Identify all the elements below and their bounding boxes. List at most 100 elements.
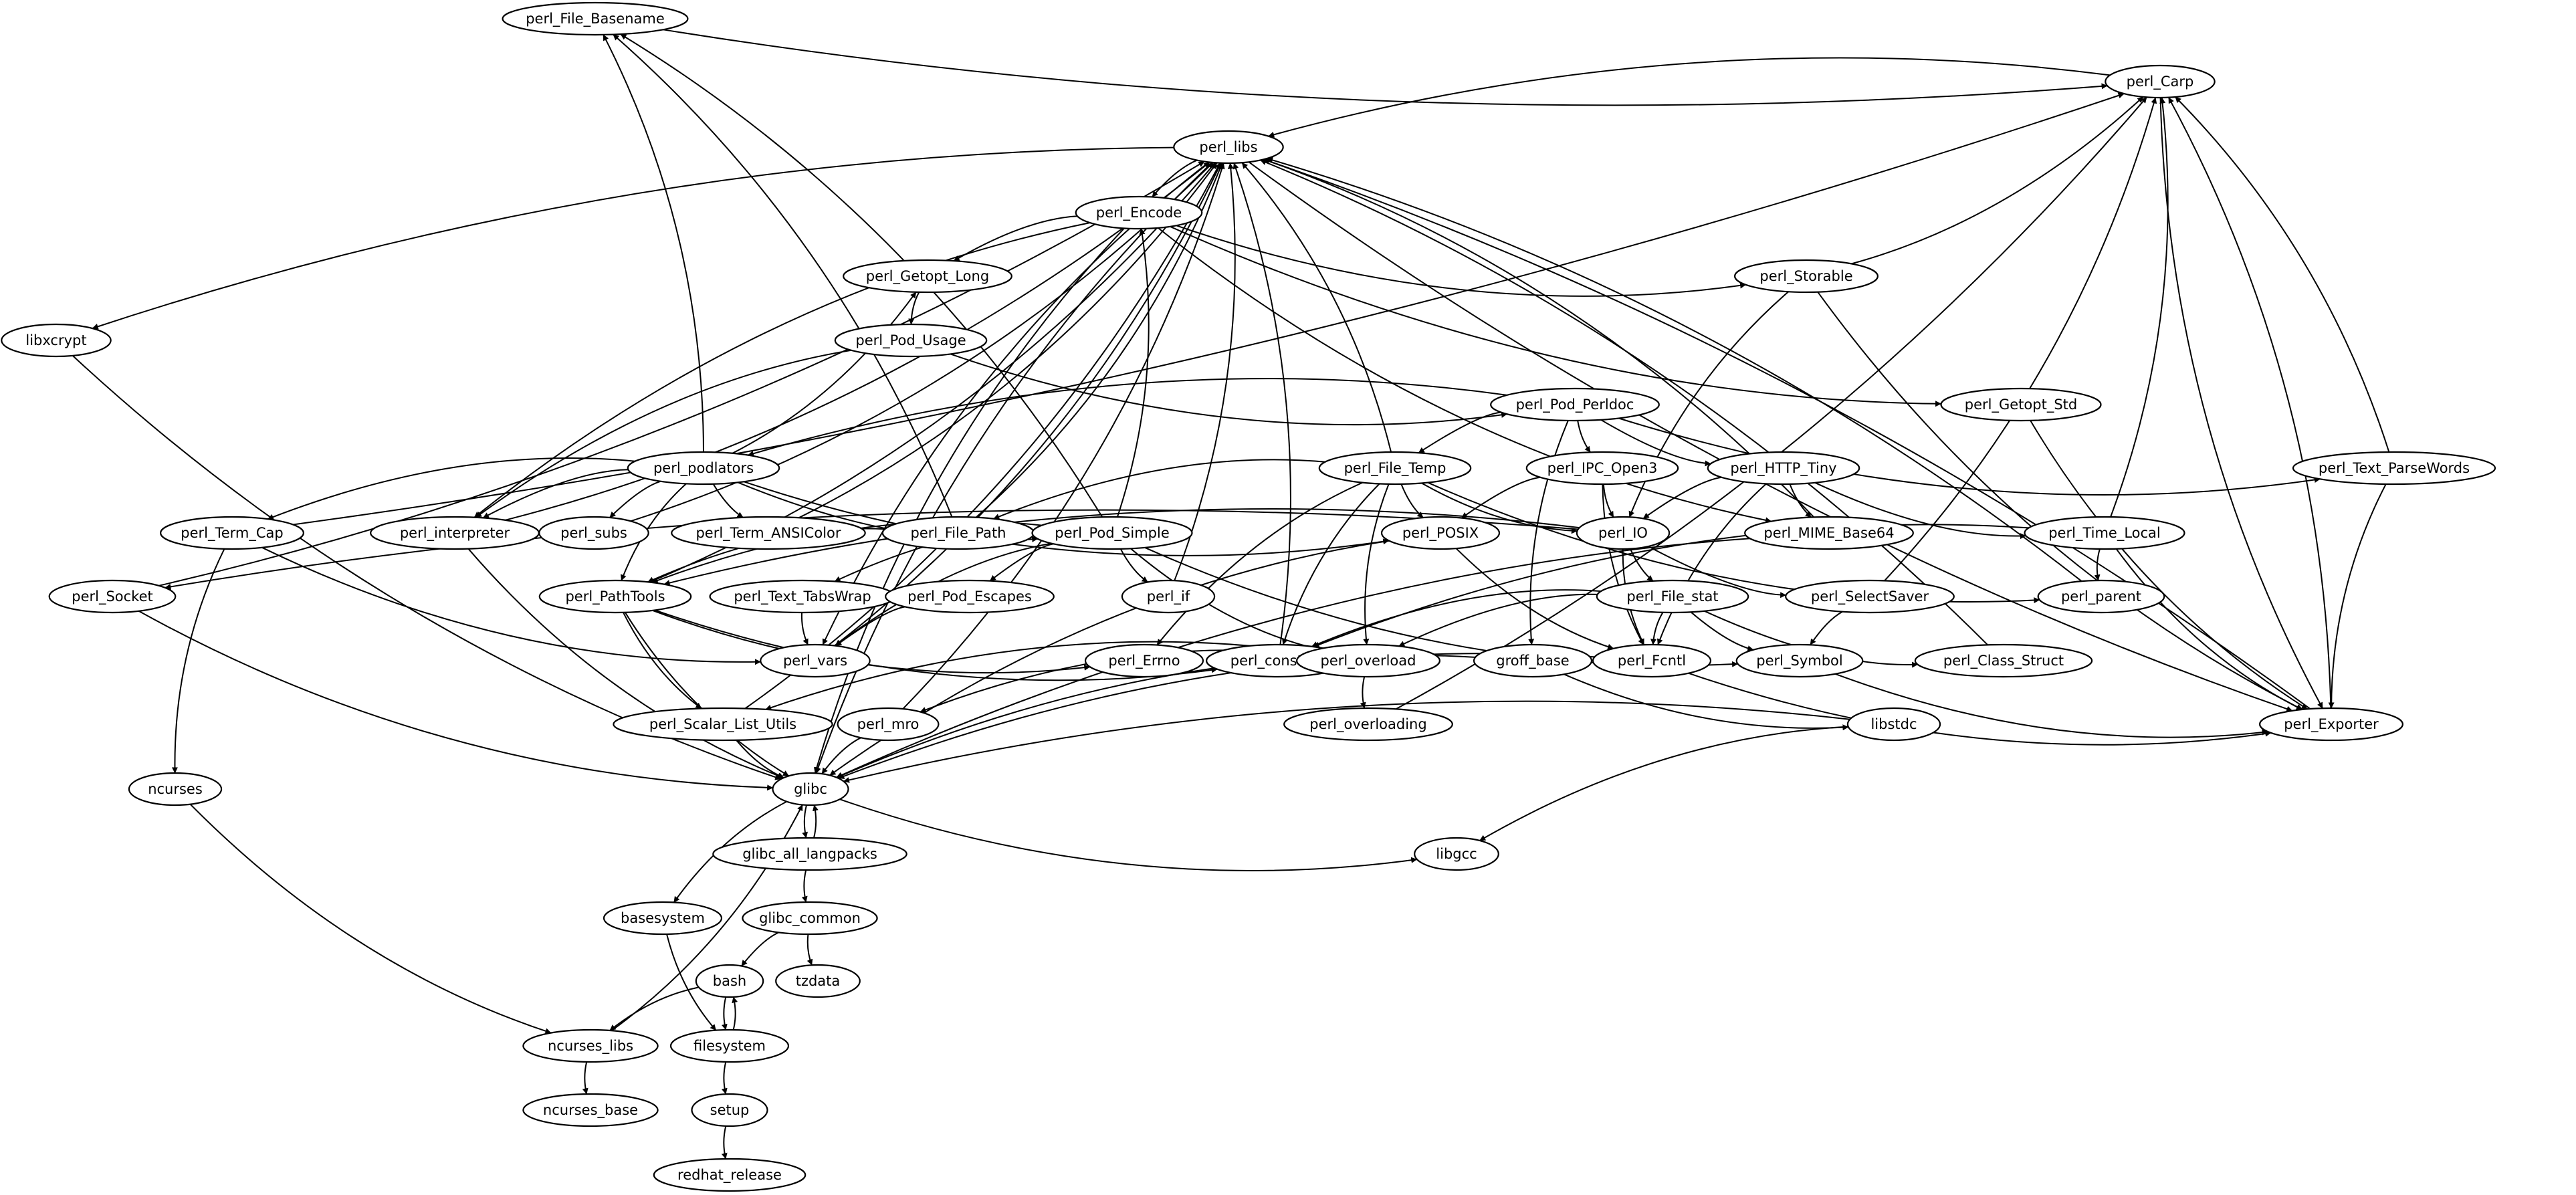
graph-node: ncurses_base (522, 1093, 659, 1127)
graph-edge (1398, 593, 1598, 647)
node-label: perl_SelectSaver (1811, 588, 1929, 605)
node-ellipse (671, 516, 866, 550)
edge-arrow (732, 996, 738, 1030)
graph-node: perl_if (1121, 579, 1216, 614)
edge-arrow (654, 609, 1218, 681)
edge-arrow (467, 548, 784, 779)
node-ellipse (1173, 130, 1284, 165)
graph-edge (663, 29, 2108, 106)
edge-arrow (1119, 548, 1148, 583)
node-label: ncurses_libs (548, 1038, 633, 1055)
node-ellipse (603, 901, 723, 936)
graph-edge (1577, 420, 1592, 453)
graph-edge (801, 869, 808, 903)
node-ellipse (1, 323, 112, 358)
node-ellipse (538, 579, 692, 614)
graph-node: basesystem (603, 901, 723, 936)
graph-node: glibc_all_langpacks (712, 837, 907, 871)
node-label: perl_Encode (1096, 205, 1182, 221)
edge-arrow (620, 33, 1103, 518)
node-label: perl_Class_Struct (1943, 653, 2064, 669)
node-label: basesystem (621, 910, 705, 926)
graph-edge (839, 798, 1418, 871)
graph-node: perl_Encode (1075, 195, 1203, 230)
node-ellipse (1707, 451, 1860, 485)
node-label: glibc_all_langpacks (742, 846, 877, 863)
graph-edge (721, 1061, 728, 1095)
graph-edge (1174, 162, 1236, 581)
node-label: perl_mro (857, 716, 920, 733)
node-label: libgcc (1436, 846, 1477, 862)
node-label: perl_Fcntl (1618, 653, 1686, 669)
node-label: perl_Pod_Escapes (907, 588, 1032, 605)
node-label: setup (710, 1102, 750, 1118)
node-ellipse (1121, 579, 1216, 614)
graph-edge (171, 548, 225, 774)
edge-arrow (1642, 476, 1722, 520)
graph-edge (663, 508, 1580, 586)
node-label: glibc_common (759, 910, 861, 927)
graph-node: perl_Pod_Simple (1031, 516, 1193, 550)
graph-edge (1241, 162, 1392, 453)
graph-edge (1311, 589, 1602, 647)
edge-arrow (821, 737, 861, 774)
edge-arrow (1418, 411, 1501, 454)
graph-node: perl_SelectSaver (1785, 579, 1955, 614)
edge-arrow (801, 869, 808, 903)
node-label: redhat_release (677, 1167, 782, 1184)
node-label: perl_Errno (1108, 653, 1180, 669)
graph-node: perl_File_stat (1596, 579, 1749, 614)
graph-edge (1789, 483, 1812, 518)
graph-edge (902, 162, 1225, 710)
graph-edge (1396, 96, 2147, 710)
edge-arrow (902, 162, 1225, 710)
edge-arrow (1267, 157, 2082, 582)
node-ellipse (128, 772, 223, 806)
node-label: perl_if (1147, 588, 1190, 605)
graph-edge (1602, 483, 1614, 518)
graph-node: perl_Pod_Perldoc (1490, 387, 1660, 422)
node-ellipse (1940, 387, 2102, 422)
graph-node: perl_Term_Cap (160, 516, 305, 550)
edge-arrow (171, 548, 225, 774)
graph-edge (1461, 476, 1541, 519)
graph-node: perl_Symbol (1735, 643, 1864, 678)
edge-arrow (908, 292, 920, 325)
node-ellipse (885, 579, 1055, 614)
graph-edge (1602, 483, 1644, 645)
node-label: perl_Time_Local (2048, 525, 2161, 542)
node-ellipse (1031, 516, 1193, 550)
graph-node: perl_Pod_Escapes (885, 579, 1055, 614)
edge-arrow (1479, 726, 1848, 841)
graph-edge (482, 469, 629, 519)
graph-edge (261, 546, 761, 665)
edge-arrow (800, 612, 809, 645)
node-label: perl_File_Path (911, 525, 1006, 542)
graph-node: perl_Getopt_Long (843, 259, 1012, 294)
graph-edge (1119, 548, 1148, 583)
edge-arrow (2110, 97, 2169, 518)
edge-arrow (673, 800, 787, 903)
graph-node: bash (695, 964, 764, 998)
edge-arrow (953, 215, 1077, 262)
graph-edge (1690, 611, 1754, 652)
edge-arrow (2159, 97, 2323, 709)
node-ellipse (837, 707, 940, 742)
edge-arrow (1363, 483, 1390, 645)
graph-node: perl_subs (538, 516, 649, 550)
graph-edge (815, 162, 1213, 774)
graph-edge (293, 92, 2125, 526)
edge-arrow (1232, 162, 1291, 645)
node-ellipse (1744, 516, 1914, 550)
edge-arrow (613, 33, 953, 518)
node-label: perl_IPC_Open3 (1547, 460, 1658, 477)
graph-edge (835, 606, 905, 647)
edge-arrow (1282, 483, 1380, 645)
node-label: perl_Getopt_Long (866, 268, 989, 285)
node-ellipse (522, 1028, 659, 1063)
graph-edge (189, 803, 552, 1035)
graph-edge (1650, 612, 1664, 645)
node-ellipse (843, 259, 1012, 294)
graph-edge (1313, 524, 2029, 648)
edge-arrow (744, 481, 1390, 556)
